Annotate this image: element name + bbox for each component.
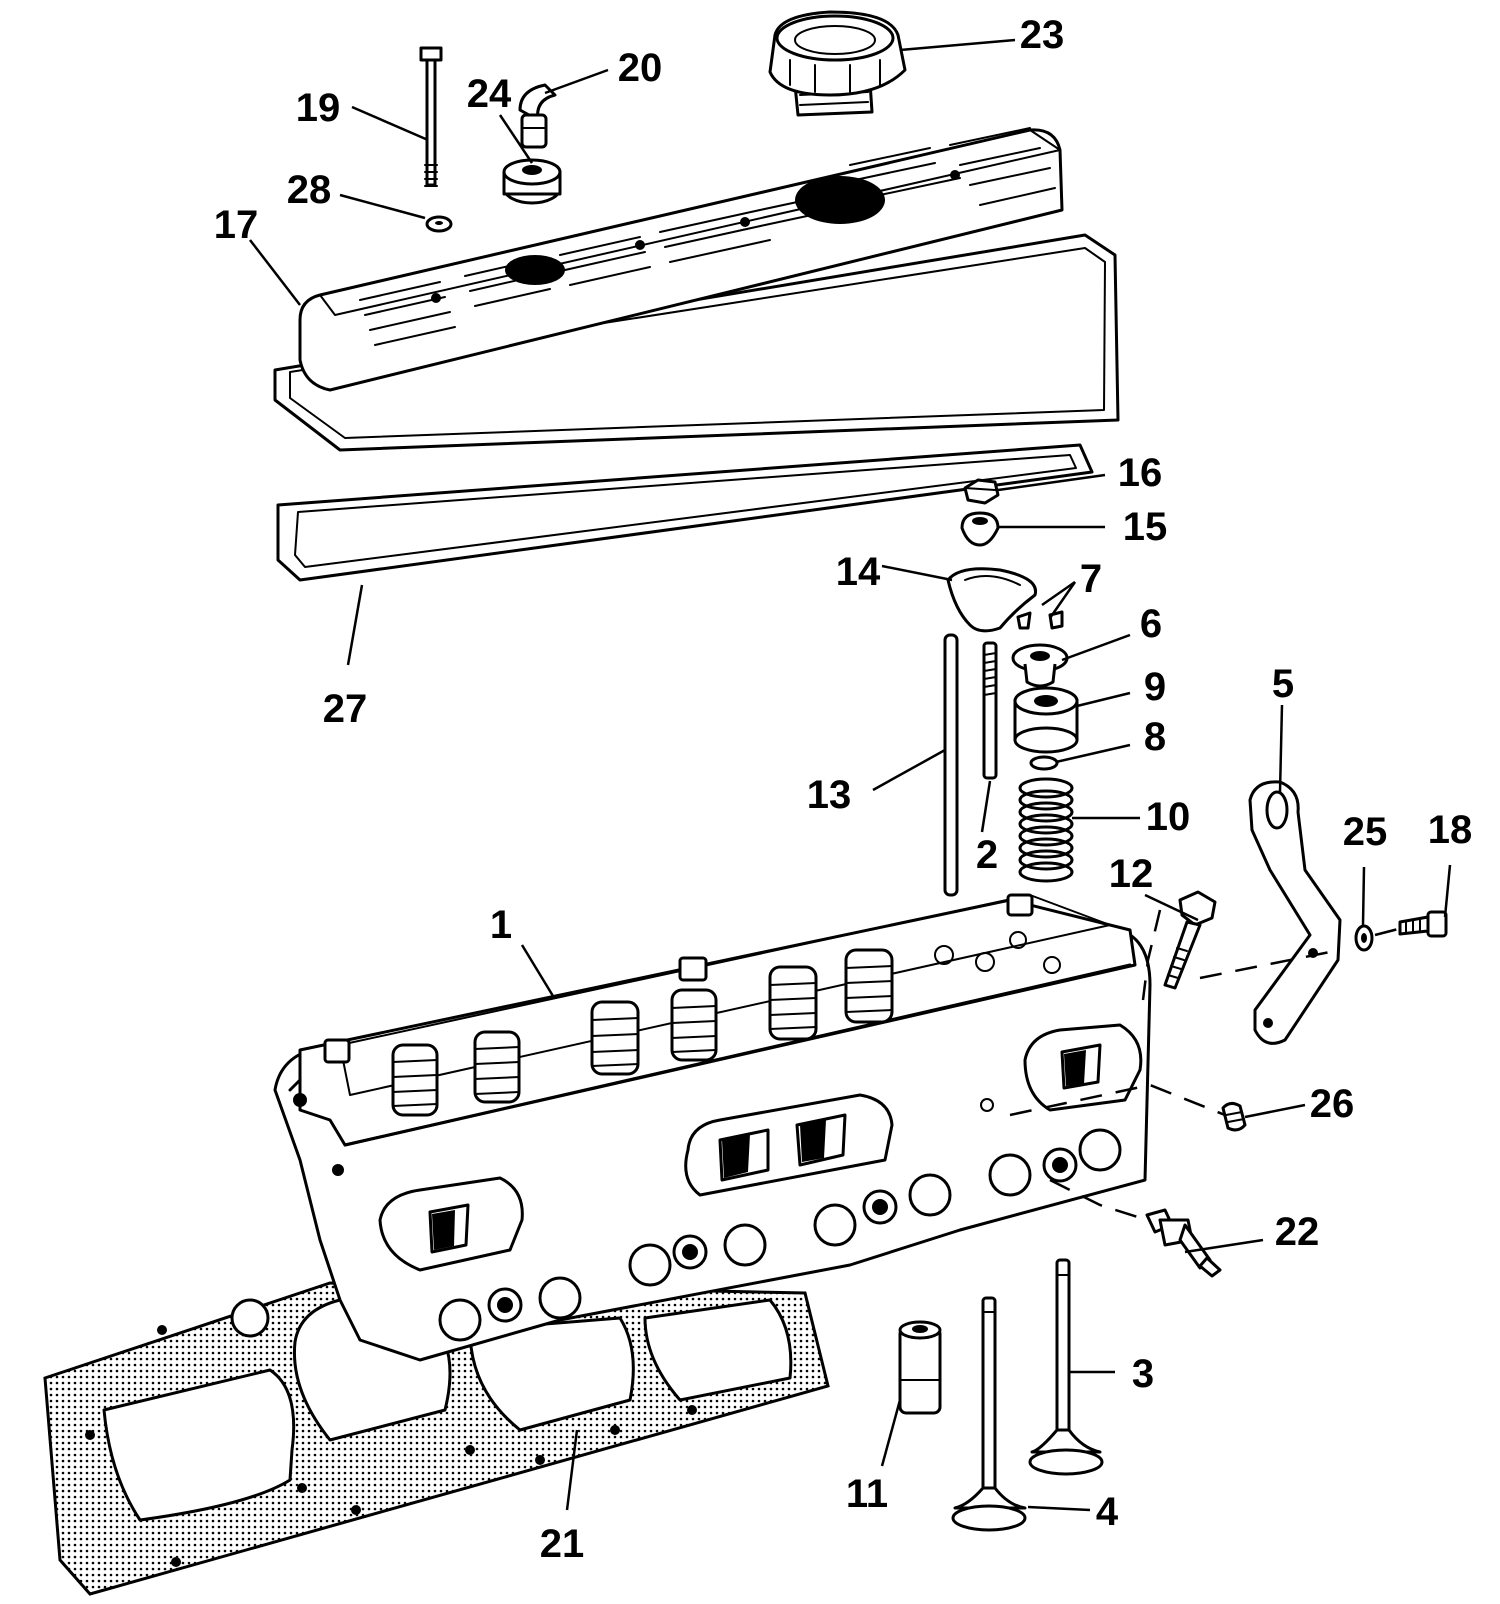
intake-valve-part bbox=[951, 1296, 1027, 1532]
callout-9: 9 bbox=[1144, 665, 1166, 709]
callout-labels: 1 2 3 4 5 6 7 8 9 10 11 12 13 14 15 16 1… bbox=[214, 13, 1473, 1566]
callout-2: 2 bbox=[976, 833, 998, 877]
callout-18: 18 bbox=[1428, 808, 1473, 852]
cylinder-head-part bbox=[273, 893, 1152, 1362]
callout-22: 22 bbox=[1275, 1210, 1320, 1254]
grommet-part bbox=[502, 158, 562, 205]
valve-cover-part bbox=[273, 127, 1120, 452]
rocker-stud-part bbox=[982, 641, 998, 780]
callout-28: 28 bbox=[287, 168, 332, 212]
callout-3: 3 bbox=[1132, 1352, 1154, 1396]
callout-1: 1 bbox=[490, 903, 512, 947]
callout-4: 4 bbox=[1096, 1490, 1119, 1534]
callout-15: 15 bbox=[1123, 505, 1168, 549]
callout-14: 14 bbox=[836, 550, 881, 594]
callout-11: 11 bbox=[846, 1472, 888, 1516]
lock-washer-part bbox=[1354, 924, 1374, 952]
pcv-elbow-part bbox=[518, 83, 557, 149]
callout-25: 25 bbox=[1343, 810, 1388, 854]
oil-filler-cap-part bbox=[768, 10, 907, 117]
callout-6: 6 bbox=[1140, 602, 1162, 646]
washer-part bbox=[425, 215, 453, 233]
valve-shield-part bbox=[1013, 686, 1079, 754]
callout-23: 23 bbox=[1020, 13, 1065, 57]
leader-lines bbox=[249, 38, 1452, 1512]
exhaust-valve-part bbox=[1028, 1258, 1104, 1476]
temperature-sender-part bbox=[1145, 1208, 1222, 1278]
lifting-bracket-part bbox=[1248, 780, 1342, 1045]
rocker-ball-part bbox=[960, 511, 1000, 547]
callout-24: 24 bbox=[467, 72, 512, 116]
callout-10: 10 bbox=[1146, 795, 1191, 839]
rocker-arm-part bbox=[946, 567, 1038, 633]
callout-5: 5 bbox=[1272, 662, 1294, 706]
o-ring-seal-part bbox=[1029, 755, 1059, 771]
callout-27: 27 bbox=[323, 687, 368, 731]
callout-17: 17 bbox=[214, 203, 259, 247]
callout-26: 26 bbox=[1310, 1082, 1355, 1126]
callout-16: 16 bbox=[1118, 451, 1163, 495]
callout-20: 20 bbox=[618, 46, 663, 90]
callout-21: 21 bbox=[540, 1522, 585, 1566]
valve-cover-gasket-part bbox=[276, 443, 1094, 582]
rocker-nut-part bbox=[963, 478, 1000, 505]
pipe-plug-part bbox=[1221, 1101, 1247, 1132]
bracket-bolt-part bbox=[1398, 910, 1448, 938]
assembly-center-lines bbox=[1009, 909, 1403, 1222]
head-bolt-part bbox=[1163, 890, 1217, 990]
spring-retainer-part bbox=[1011, 643, 1069, 688]
valve-keepers-part bbox=[1016, 610, 1064, 630]
cover-bolt-part bbox=[419, 46, 443, 187]
callout-19: 19 bbox=[296, 86, 341, 130]
callout-13: 13 bbox=[807, 773, 852, 817]
valve-guide-part bbox=[898, 1320, 942, 1415]
callout-12: 12 bbox=[1109, 852, 1154, 896]
callout-8: 8 bbox=[1144, 715, 1166, 759]
callout-7: 7 bbox=[1080, 557, 1102, 601]
head-gasket-part bbox=[43, 1281, 830, 1596]
valve-spring-part bbox=[1018, 777, 1074, 883]
push-rod-part bbox=[943, 633, 959, 897]
